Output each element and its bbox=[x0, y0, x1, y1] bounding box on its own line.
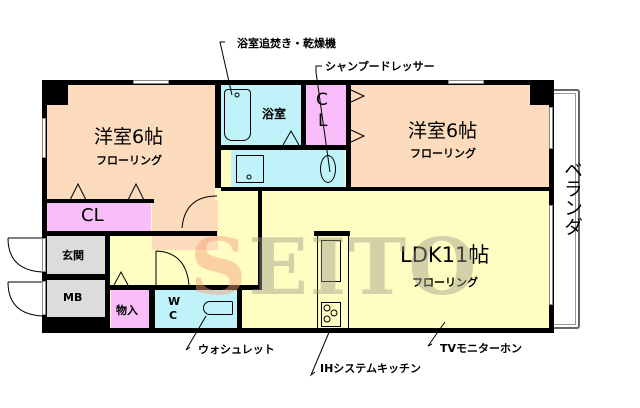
kitchen-hood bbox=[314, 231, 350, 236]
meter-box bbox=[47, 280, 105, 317]
callout-ih-kitchen: IHシステムキッチン bbox=[320, 362, 421, 375]
watermark-logo: SEITO bbox=[190, 222, 478, 313]
bathroom-label: 浴室 bbox=[262, 107, 287, 121]
window-left-side bbox=[42, 118, 46, 158]
wall-top bbox=[42, 80, 554, 85]
western-room-right-floor: フローリング bbox=[410, 147, 476, 160]
wall-entrance-right bbox=[105, 236, 110, 333]
door-mb[interactable] bbox=[42, 281, 46, 315]
washing-machine-pan-icon bbox=[236, 155, 264, 183]
wall-storage-wc bbox=[149, 290, 155, 330]
callout-washlet: ウォシュレット bbox=[198, 343, 275, 356]
storage-label: 物入 bbox=[116, 304, 138, 317]
wall-bath-bottom bbox=[221, 145, 351, 150]
balcony-label: ベランダ bbox=[561, 160, 583, 236]
wall-cl-bottom bbox=[42, 199, 154, 203]
pillar-top-left bbox=[42, 80, 68, 105]
bathtub-icon bbox=[224, 89, 251, 141]
window-right-room-side bbox=[549, 107, 553, 149]
ldk-floor: フローリング bbox=[412, 276, 478, 289]
wall-left-room-right bbox=[215, 80, 221, 188]
window-left-room bbox=[133, 80, 169, 84]
wall-wash-bottom bbox=[221, 187, 554, 191]
meter-box-label: MB bbox=[63, 291, 83, 304]
wall-cl-right bbox=[346, 80, 351, 190]
window-right-room bbox=[448, 80, 484, 84]
closet-center bbox=[306, 85, 346, 145]
balcony-inner-line bbox=[554, 93, 576, 325]
wall-left bbox=[42, 80, 47, 333]
window-ldk-side bbox=[549, 205, 553, 305]
closet-left-label: CL bbox=[81, 205, 104, 226]
closet-left bbox=[47, 203, 151, 231]
door-entrance[interactable] bbox=[42, 238, 46, 272]
closet-center-label-c: C bbox=[316, 90, 328, 110]
western-room-left-ext bbox=[152, 200, 218, 250]
entrance-label: 玄関 bbox=[62, 249, 84, 262]
western-room-left-floor: フローリング bbox=[96, 154, 162, 167]
callout-bath-reheat-dryer: 浴室追焚き・乾燥機 bbox=[237, 37, 336, 50]
toilet-label-w: W bbox=[168, 295, 181, 308]
ldk-title: LDK11帖 bbox=[400, 243, 490, 267]
western-room-left bbox=[47, 85, 215, 203]
wall-left-room-bottom bbox=[42, 231, 217, 236]
watermark-rest: EITO bbox=[248, 222, 479, 313]
storage bbox=[111, 290, 149, 328]
kitchen-counter bbox=[317, 234, 349, 330]
wall-hall-bottom bbox=[105, 285, 262, 290]
callout-tv-intercom: TVモニターホン bbox=[440, 342, 523, 355]
western-room-right-title: 洋室6帖 bbox=[408, 120, 478, 142]
toilet-icon bbox=[203, 301, 233, 315]
wall-wc-right bbox=[237, 285, 242, 330]
callout-shampoo-dresser: シャンプードレッサー bbox=[325, 60, 435, 73]
ih-cooktop-icon bbox=[321, 302, 341, 327]
pillar-bottom-left bbox=[42, 317, 107, 333]
wall-entrance-mb bbox=[42, 274, 107, 280]
wall-hall-ldk bbox=[258, 191, 262, 290]
toilet-room bbox=[155, 290, 237, 328]
bathroom bbox=[221, 85, 301, 145]
wall-bottom bbox=[42, 328, 554, 333]
wall-bath-cl bbox=[301, 80, 306, 150]
watermark-s: S bbox=[190, 222, 249, 313]
western-room-right bbox=[351, 85, 551, 188]
pillar-top-right bbox=[530, 80, 554, 105]
toilet-label-c: C bbox=[169, 309, 178, 322]
western-room-left-title: 洋室6帖 bbox=[94, 126, 164, 148]
kitchen-sink-icon bbox=[321, 240, 341, 282]
entrance bbox=[47, 236, 107, 274]
